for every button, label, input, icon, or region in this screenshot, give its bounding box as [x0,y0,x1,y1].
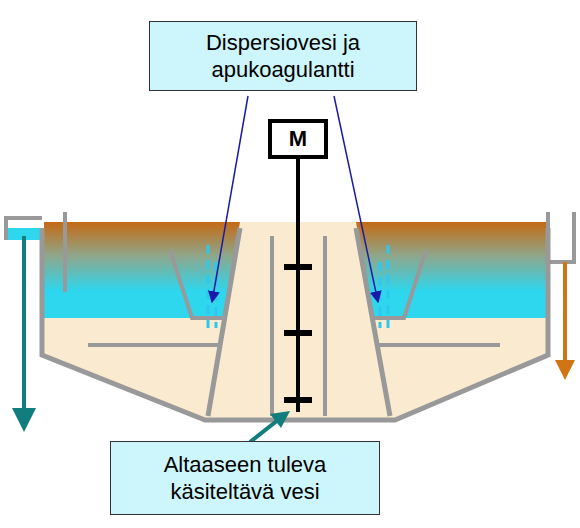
mixer-shaft [296,158,300,412]
node-label: M [289,125,307,153]
leader-arrow [212,96,248,302]
inlet-arrow [250,420,278,442]
clear-water-arrow [12,408,36,432]
inlet-tube [323,236,327,416]
basin-wall [42,228,548,420]
callout-box: Altaaseen tuleva käsiteltävä vesi [110,441,380,515]
leader-arrow [334,96,378,302]
node-label: Dispersiovesi ja apukoagulantti [160,29,406,84]
callout-box: Dispersiovesi ja apukoagulantti [149,21,417,91]
plate [88,343,218,347]
baffle [170,250,222,318]
mixer-paddles [284,267,312,400]
inlet-arrowhead [270,411,290,428]
cone-wall [208,228,240,416]
inlet-tube [270,236,274,416]
baffle [374,250,426,318]
sludge-arrow [555,360,575,380]
node-label: Altaaseen tuleva käsiteltävä vesi [121,451,369,506]
weir [63,212,67,292]
outlet-box [548,212,574,262]
plate [378,343,500,347]
motor-box: M [268,119,328,159]
cone-wall [356,228,390,416]
